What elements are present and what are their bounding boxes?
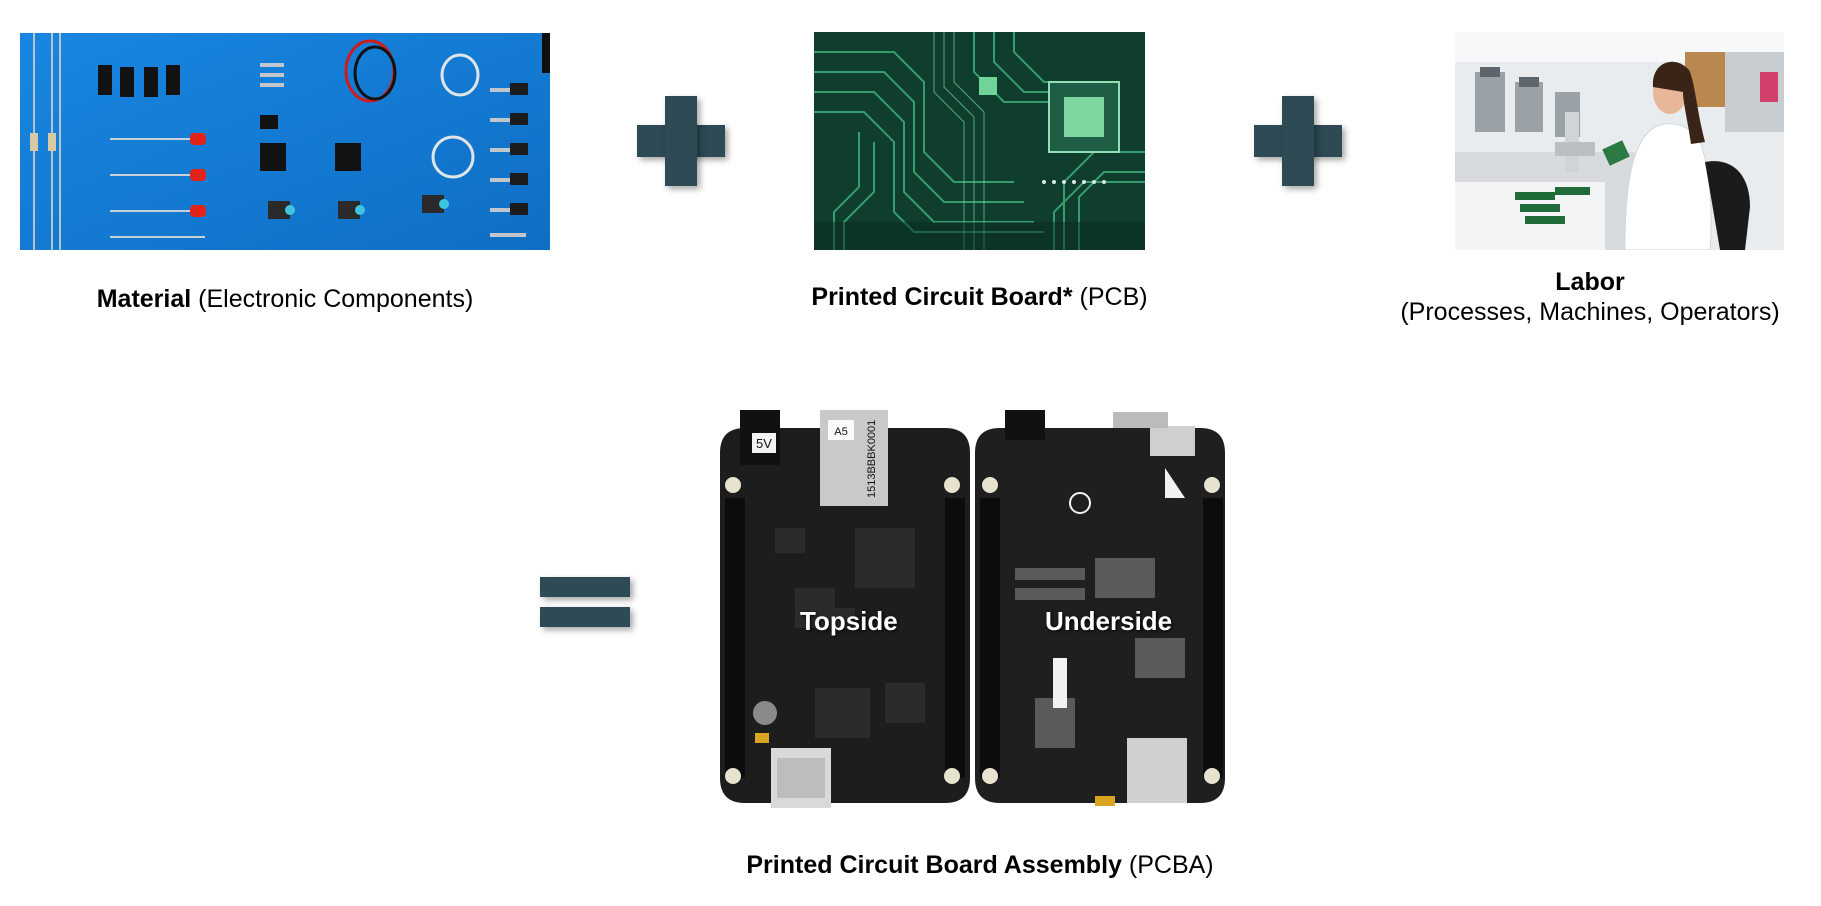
topside-label: Topside	[800, 606, 898, 636]
tag-marking: A5	[834, 426, 847, 438]
power-marking: 5V	[756, 436, 772, 451]
pcba-caption: Printed Circuit Board Assembly (PCBA)	[680, 850, 1280, 880]
pcba-photo: 5V A5 1513BBBK0001	[715, 408, 1240, 818]
plus-icon	[1254, 96, 1342, 186]
plus-icon	[637, 96, 725, 186]
equals-icon	[540, 577, 630, 629]
pcb-photo	[814, 32, 1145, 250]
labor-title: Labor	[1555, 268, 1625, 296]
pcb-caption: Printed Circuit Board* (PCB)	[774, 282, 1185, 312]
labor-photo	[1455, 32, 1784, 250]
labor-caption: Labor (Processes, Machines, Operators)	[1370, 267, 1810, 327]
material-photo	[20, 33, 550, 250]
pcb-detail: (PCB)	[1079, 283, 1148, 311]
underside-label: Underside	[1045, 606, 1173, 636]
material-detail: (Electronic Components)	[198, 285, 474, 313]
pcb-title: Printed Circuit Board*	[811, 283, 1073, 311]
material-title: Material	[96, 285, 192, 313]
material-caption: Material (Electronic Components)	[20, 284, 550, 314]
labor-detail: (Processes, Machines, Operators)	[1400, 298, 1780, 326]
pcba-detail: (PCBA)	[1128, 851, 1214, 879]
pcba-title: Printed Circuit Board Assembly	[746, 851, 1122, 879]
serial-marking: 1513BBBK0001	[866, 420, 878, 498]
